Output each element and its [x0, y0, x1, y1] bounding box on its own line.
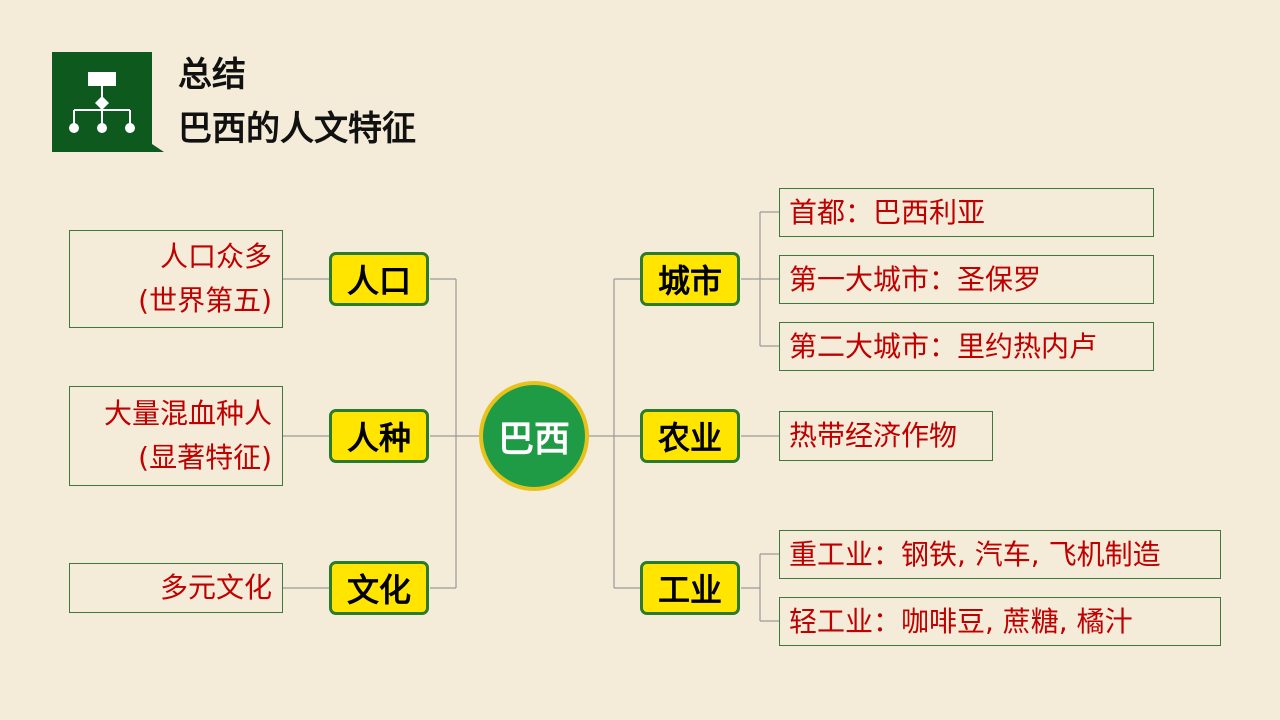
hierarchy-icon: [52, 52, 164, 152]
detail-text: (世界第五): [138, 284, 272, 317]
node-agriculture: 农业: [640, 409, 740, 463]
node-city: 城市: [640, 252, 740, 306]
node-industry: 工业: [640, 561, 740, 615]
detail-text: 多元文化: [159, 571, 272, 604]
detail-second-city: 第二大城市：里约热内卢: [779, 322, 1154, 371]
detail-agriculture: 热带经济作物: [779, 411, 993, 461]
node-race: 人种: [329, 409, 429, 463]
page-subtitle: 巴西的人文特征: [178, 109, 416, 149]
detail-capital: 首都：巴西利亚: [779, 188, 1154, 237]
detail-race: 大量混血种人 (显著特征): [69, 386, 283, 486]
node-population: 人口: [329, 252, 429, 306]
detail-culture: 多元文化: [69, 563, 283, 613]
center-node-brazil: 巴西: [479, 381, 589, 491]
detail-text: 人口众多: [159, 240, 272, 273]
page-title: 总结: [178, 55, 246, 95]
detail-light-industry: 轻工业：咖啡豆, 蔗糖, 橘汁: [779, 597, 1221, 646]
detail-population: 人口众多 (世界第五): [69, 230, 283, 328]
detail-heavy-industry: 重工业：钢铁, 汽车, 飞机制造: [779, 530, 1221, 579]
detail-text: 大量混血种人: [103, 397, 272, 430]
node-culture: 文化: [329, 561, 429, 615]
detail-largest-city: 第一大城市：圣保罗: [779, 255, 1154, 304]
detail-text: (显著特征): [138, 441, 272, 474]
